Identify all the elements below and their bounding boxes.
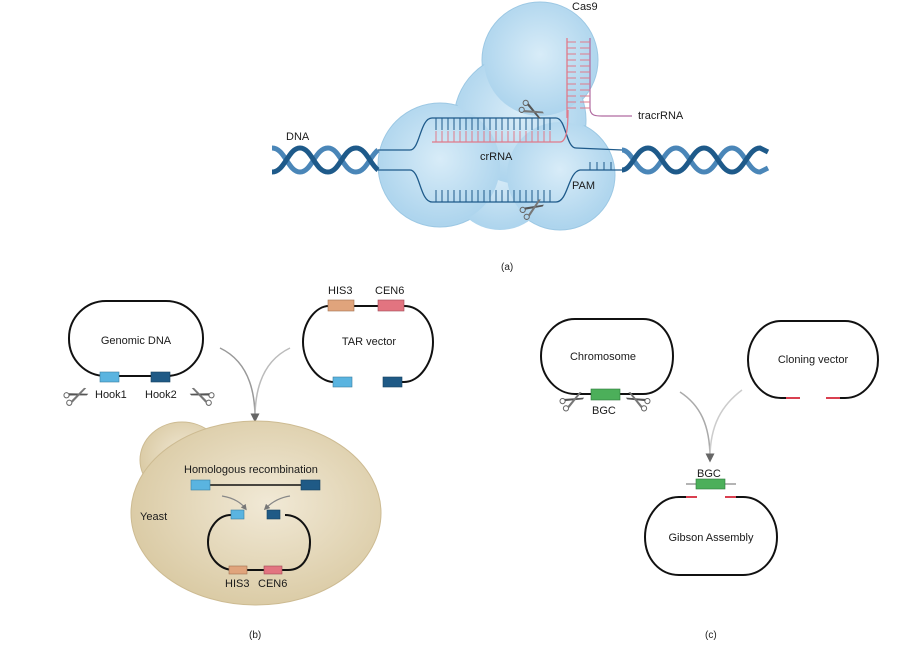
gibson-assembly-loop <box>643 496 779 576</box>
crrna-strand <box>432 109 569 143</box>
genomic-dna-label: Genomic DNA <box>101 335 172 347</box>
genomic-dna-loop <box>68 300 204 377</box>
bgc-label-insert: BGC <box>697 468 721 480</box>
tracrrna-label: tracrRNA <box>638 110 684 122</box>
tar-hook2-box <box>382 376 403 388</box>
panel-b: Genomic DNA Hook1 Hook2 HIS3 CEN6 TAR ve… <box>62 285 435 641</box>
caption-b: (b) <box>249 630 261 641</box>
yeast-cell <box>130 420 382 606</box>
cen6-label-yeast: CEN6 <box>258 578 287 590</box>
hook2-label: Hook2 <box>145 389 177 401</box>
dna-helix-left <box>271 145 380 175</box>
chromosome-loop <box>539 318 675 395</box>
his3-label-yeast: HIS3 <box>225 578 249 590</box>
yeast-label: Yeast <box>140 511 167 523</box>
merge-arrow-c-left <box>679 391 711 459</box>
bgc-box-insert <box>695 478 726 490</box>
caption-a: (a) <box>501 262 513 273</box>
caption-c: (c) <box>705 630 717 641</box>
bgc-box-chromosome <box>590 388 621 401</box>
panel-c: Chromosome BGC Cloning vector BGC Gibson… <box>539 318 880 641</box>
cloning-vector-label: Cloning vector <box>778 354 849 366</box>
scissors-icon-hook1 <box>62 385 91 407</box>
dna-top-strand <box>378 117 623 151</box>
his3-label-top: HIS3 <box>328 285 352 297</box>
gibson-assembly-label: Gibson Assembly <box>669 532 754 544</box>
merge-arrow-c-right <box>705 389 743 463</box>
tar-vector-label: TAR vector <box>342 336 397 348</box>
homologous-recombination-label: Homologous recombination <box>184 464 318 476</box>
crrna-label: crRNA <box>480 151 513 163</box>
hr-arrow-left <box>221 495 247 511</box>
dna-bottom-strand <box>378 169 622 203</box>
cen6-label-top: CEN6 <box>375 285 404 297</box>
yeast-hook1-box <box>230 509 245 520</box>
yeast-hook2-box <box>266 509 281 520</box>
his3-box-top <box>327 299 355 312</box>
hr-hook2-box <box>300 479 321 491</box>
hook1-label: Hook1 <box>95 389 127 401</box>
tar-hook1-box <box>332 376 353 388</box>
scissors-icon-hook2 <box>187 385 216 407</box>
crrna-rungs <box>435 131 551 142</box>
recombined-vector-loop <box>206 514 312 571</box>
merge-arrow-right <box>250 347 291 423</box>
cen6-box-top <box>377 299 405 312</box>
cas9-label: Cas9 <box>572 1 598 13</box>
chromosome-label: Chromosome <box>570 351 636 363</box>
hr-arrow-right <box>263 495 291 511</box>
hr-hook1-box <box>190 479 211 491</box>
panel-a: Cas9 DNA crRNA tracrRNA PAM (a) <box>271 1 770 273</box>
dna-bottom-rungs <box>435 190 551 202</box>
bgc-label-chromosome: BGC <box>592 405 616 417</box>
pam-rungs <box>589 162 612 170</box>
dna-label: DNA <box>286 131 310 143</box>
dna-top-rungs <box>435 118 551 130</box>
hook1-box <box>99 371 120 383</box>
hook2-box <box>150 371 171 383</box>
his3-box-yeast <box>228 565 248 575</box>
cloning-vector-loop <box>746 320 880 399</box>
merge-arrow-left <box>219 347 256 419</box>
cen6-box-yeast <box>263 565 283 575</box>
pam-label: PAM <box>572 180 595 192</box>
dna-helix-right <box>621 145 770 175</box>
tracrrna-stem <box>566 38 632 118</box>
tar-vector-loop <box>301 305 435 383</box>
